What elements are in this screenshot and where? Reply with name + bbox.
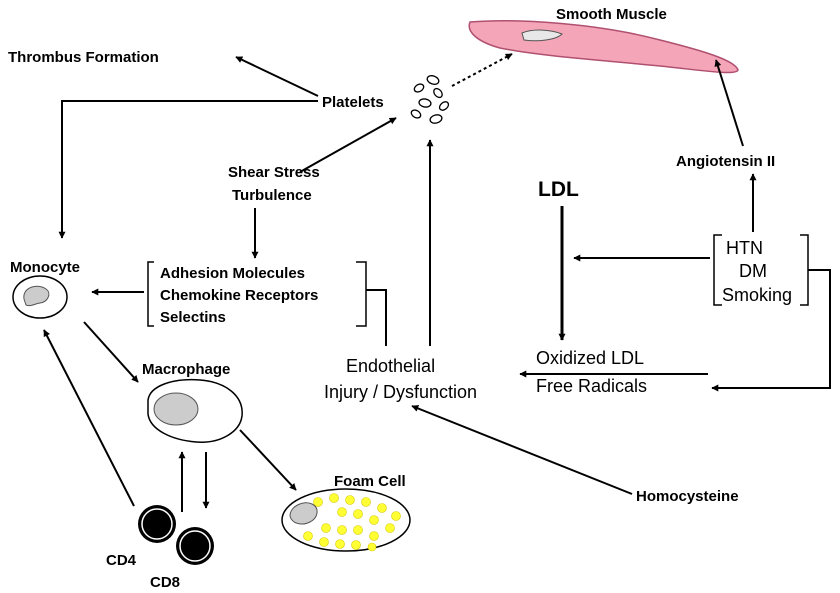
monocyte-label: Monocyte [10, 259, 80, 276]
smooth-muscle-label: Smooth Muscle [556, 6, 667, 23]
ldl-label: LDL [538, 178, 579, 201]
arrow-platelets-smooth-muscle [451, 53, 513, 87]
lipid-droplets [295, 493, 401, 552]
foam-cell-nucleus [289, 502, 318, 525]
cd4-label: CD4 [106, 552, 137, 569]
turbulence-label: Turbulence [232, 187, 312, 204]
macrophage-nucleus [153, 392, 199, 426]
arrow-platelets-thrombus [235, 56, 319, 97]
endothelial-label: Endothelial [346, 356, 435, 376]
arrow-monocyte-macrophage [83, 321, 139, 383]
macrophage-label: Macrophage [142, 361, 230, 378]
cd8-cell [176, 527, 214, 565]
macrophage-cell [147, 378, 243, 443]
monocyte-nucleus [23, 285, 50, 307]
foam-cell [281, 488, 411, 552]
oxidized-ldl-label: Oxidized LDL [536, 348, 644, 368]
arrows [43, 53, 831, 512]
shear-stress-label: Shear Stress [228, 164, 320, 181]
adhesion-bracket [147, 261, 367, 327]
smooth-muscle-shape [468, 20, 739, 74]
arrow-homocysteine-endothelial [411, 405, 633, 495]
smoking-label: Smoking [722, 285, 792, 305]
arrow-shear-platelets [299, 117, 397, 173]
arrow-platelets-monocyte [58, 100, 318, 239]
injury-dysfunction-label: Injury / Dysfunction [324, 382, 477, 402]
smooth-muscle-nucleus [521, 29, 563, 42]
platelet-icon [413, 83, 425, 93]
homocysteine-label: Homocysteine [636, 488, 739, 505]
free-radicals-label: Free Radicals [536, 376, 647, 396]
platelet-icon [410, 109, 422, 119]
arrow-angiotensin-smooth-muscle [714, 59, 744, 147]
adhesion-molecules-label: Adhesion Molecules [160, 265, 305, 282]
arrow-cd4-monocyte [43, 329, 135, 507]
htn-label: HTN [726, 238, 763, 258]
arrow-risk-free-radicals [711, 269, 831, 392]
monocyte-cell [12, 275, 68, 319]
cd8-label: CD8 [150, 574, 180, 591]
dm-label: DM [739, 261, 767, 281]
smooth-muscle-cell [468, 20, 739, 74]
selectins-label: Selectins [160, 309, 226, 326]
arrow-macrophage-foam-cell [239, 429, 297, 491]
cd8-cell-nucleus [179, 530, 211, 562]
chemokine-receptors-label: Chemokine Receptors [160, 287, 318, 304]
platelet-icon [429, 114, 443, 124]
foam-cell-label: Foam Cell [334, 473, 406, 490]
platelets-label: Platelets [322, 94, 384, 111]
platelet-icon [438, 101, 450, 111]
platelet-icon [426, 75, 440, 85]
line-endothelial-adhesion [366, 289, 387, 346]
platelet-icon [418, 98, 432, 108]
angiotensin-label: Angiotensin II [676, 153, 775, 170]
platelet-cluster [410, 75, 450, 124]
platelet-icon [433, 87, 443, 99]
cd4-cell [138, 505, 176, 543]
thrombus-formation-label: Thrombus Formation [8, 49, 159, 66]
cd4-cell-nucleus [141, 508, 173, 540]
